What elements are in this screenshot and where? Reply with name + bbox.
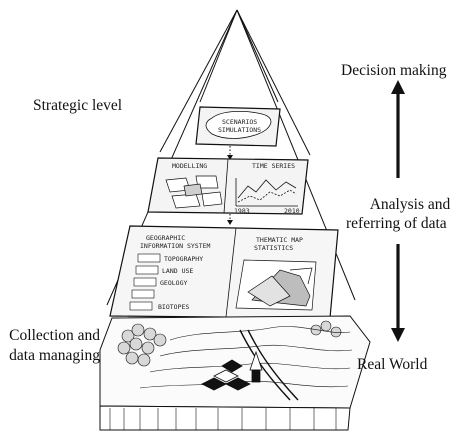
layer-2: LAND USE — [162, 267, 193, 275]
thematic-text-1: THEMATIC MAP — [256, 236, 303, 244]
layer-3: GEOLOGY — [160, 279, 187, 287]
time-series-text: TIME SERIES — [252, 162, 295, 170]
analysis-label-line2: referring of data — [346, 215, 447, 232]
strategic-level-label: Strategic level — [33, 97, 123, 114]
decision-making-label: Decision making — [341, 62, 447, 79]
year-end: 2010 — [284, 207, 300, 215]
year-start: 1983 — [234, 207, 250, 215]
scenarios-text-2: SIMULATIONS — [218, 126, 261, 134]
double-headed-arrow-icon — [391, 80, 405, 342]
middle-panel: MODELLING TIME SERIES 1983 2010 — [147, 157, 309, 215]
landscape-block — [99, 315, 371, 431]
top-panel: SCENARIOS SIMULATIONS — [195, 106, 281, 147]
layer-1: TOPOGRAPHY — [164, 255, 203, 263]
gis-text-1: GEOGRAPHIC — [146, 234, 185, 242]
collection-label-line2: data managing — [9, 347, 100, 364]
scenarios-text-1: SCENARIOS — [222, 118, 257, 126]
modelling-text: MODELLING — [172, 162, 207, 170]
gis-text-2: INFORMATION SYSTEM — [140, 242, 211, 250]
real-world-label: Real World — [357, 356, 428, 373]
lower-panel: GEOGRAPHIC INFORMATION SYSTEM TOPOGRAPHY… — [109, 225, 339, 319]
thematic-text-2: STATISTICS — [254, 244, 293, 252]
collection-label-line1: Collection and — [9, 327, 100, 344]
layer-4: BIOTOPES — [158, 303, 189, 311]
analysis-label-line1: Analysis and — [369, 196, 451, 213]
